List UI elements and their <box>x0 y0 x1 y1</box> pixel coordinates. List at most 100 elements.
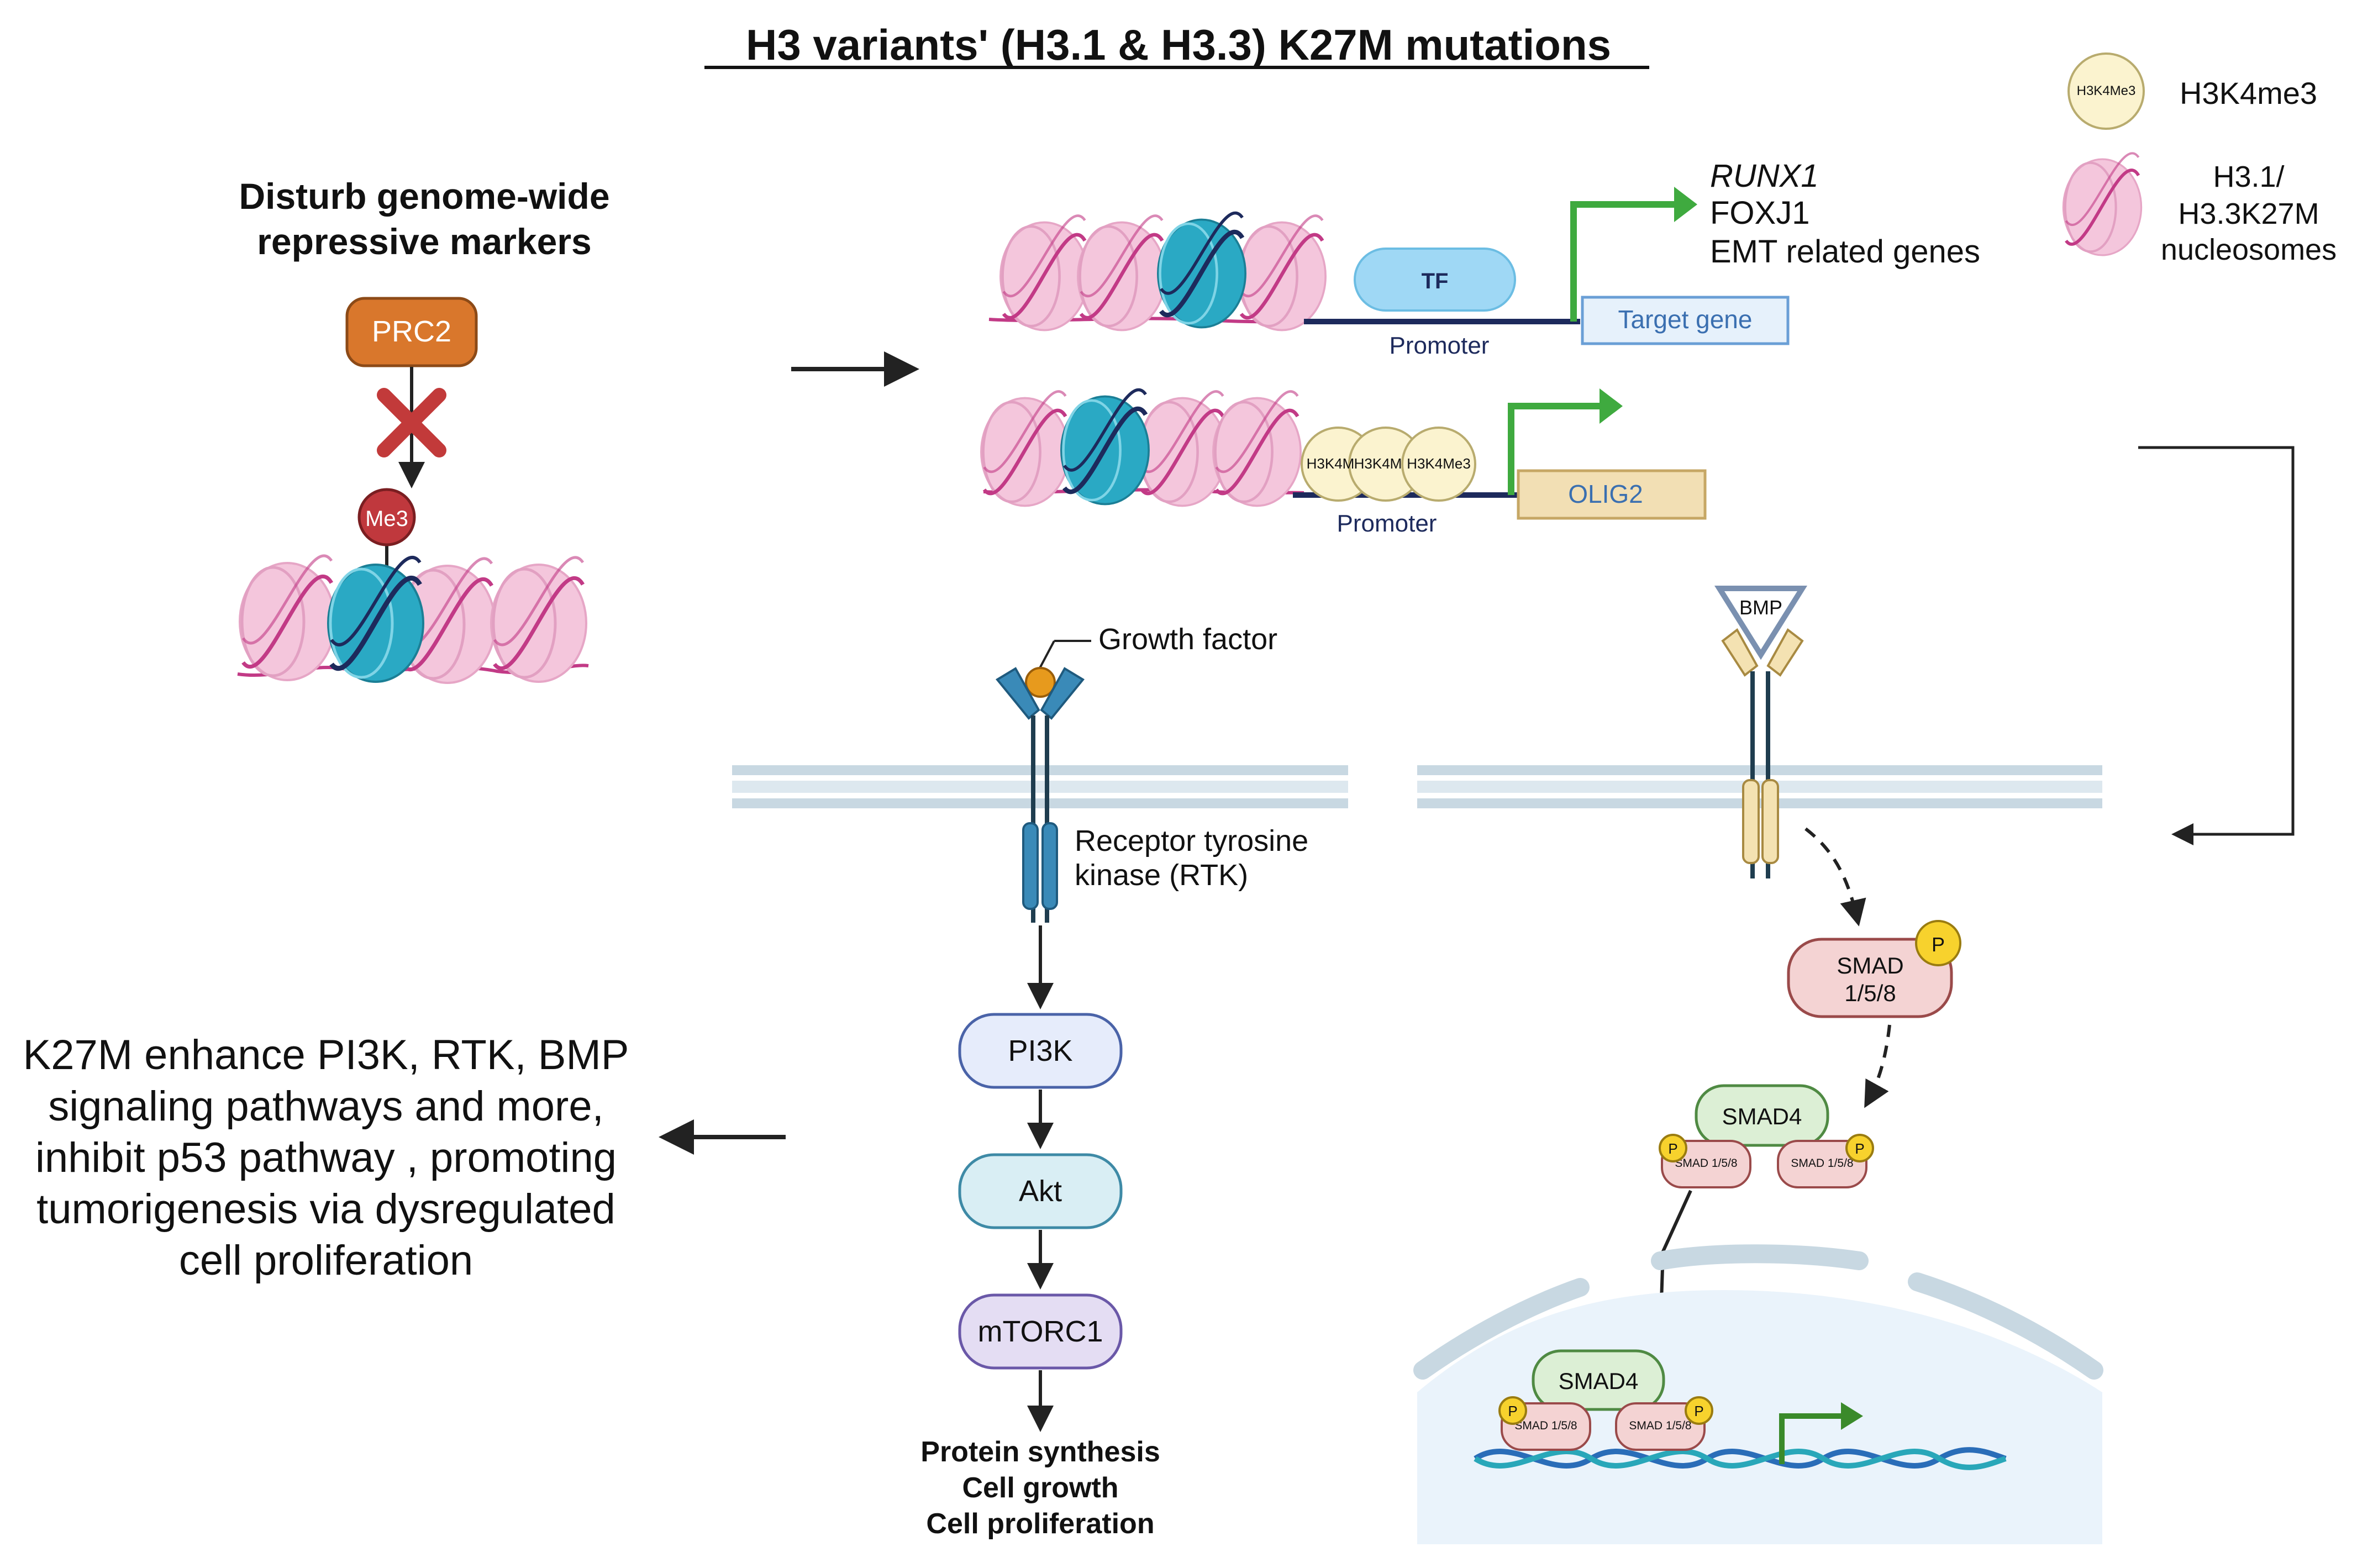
membrane-outer <box>732 765 1348 775</box>
phospho-label: P <box>1668 1140 1677 1157</box>
phospho-marker <box>1845 1134 1874 1162</box>
smad158-nuclear-node <box>1615 1402 1706 1451</box>
h3k4me3-mark-label: H3K4Me3 <box>1407 455 1471 472</box>
phospho-label: P <box>1932 933 1945 956</box>
smad158-small-label: SMAD 1/5/8 <box>1675 1157 1737 1170</box>
transcription-arrow-2 <box>1508 403 1605 495</box>
olig2-box <box>1517 469 1707 520</box>
smad4-nuclear-label: SMAD4 <box>1559 1368 1639 1394</box>
diagram-title: H3 variants' (H3.1 & H3.3) K27M mutation… <box>746 20 1611 69</box>
tf-protein <box>1354 248 1516 312</box>
summary-line-5: cell proliferation <box>179 1237 473 1284</box>
olig2-label: OLIG2 <box>1568 480 1643 508</box>
transcription-arrowhead-1 <box>1674 187 1697 222</box>
membrane-outer-2 <box>1417 765 2102 775</box>
gene-emt: EMT related genes <box>1710 234 1980 270</box>
nucleosome-pink <box>1078 215 1165 330</box>
outcome-cell-proliferation: Cell proliferation <box>926 1508 1154 1540</box>
left-heading-line1: Disturb genome-wide <box>239 176 609 217</box>
nucleosome-pink <box>1238 215 1325 330</box>
tf-label: TF <box>1422 269 1449 293</box>
membrane-inner <box>732 798 1348 808</box>
smad158-label-line2: 1/5/8 <box>1844 980 1896 1006</box>
nucleosome-pink <box>1213 391 1301 506</box>
smad4-nuclear-node <box>1532 1349 1665 1411</box>
left-heading-line2: repressive markers <box>257 221 591 262</box>
nuclear-transcription-arrow <box>1779 1413 1845 1464</box>
promoter-row-2: H3K4M H3K4M H3K4Me3 Promoter OLIG2 <box>981 388 1707 537</box>
receptor-to-smad-arrow <box>1804 827 1866 927</box>
rtk-pathway: Growth factor Receptor tyrosine kinase (… <box>732 623 1348 1540</box>
smad158-nuclear-label: SMAD 1/5/8 <box>1514 1419 1577 1432</box>
nuclear-envelope-right <box>1908 1272 2103 1380</box>
akt-node <box>958 1153 1123 1229</box>
nuclear-envelope-left <box>1413 1278 1590 1380</box>
bmp-receptor <box>1721 628 1804 878</box>
summary-line-2: signaling pathways and more, <box>48 1083 603 1130</box>
bmp-ligand <box>1714 586 1808 660</box>
pi3k-label: PI3K <box>1008 1034 1072 1067</box>
summary-line-3: inhibit p53 pathway , promoting <box>35 1134 617 1181</box>
promoter-label: Promoter <box>1390 332 1490 359</box>
target-gene-box <box>1581 296 1790 345</box>
left-panel: Disturb genome-wide repressive markers P… <box>237 176 610 683</box>
nucleosome-pink <box>491 557 586 682</box>
summary-text: K27M enhance PI3K, RTK, BMP signaling pa… <box>23 1032 629 1284</box>
outcome-protein-synthesis: Protein synthesis <box>920 1436 1160 1468</box>
left-nucleosome-array <box>237 556 589 683</box>
dna-helix <box>1474 1447 2007 1470</box>
phospho-marker <box>1659 1134 1687 1162</box>
phospho-marker <box>1498 1396 1527 1425</box>
nucleosome-pink <box>1001 215 1088 330</box>
growth-factor-label: Growth factor <box>1098 623 1277 656</box>
pi3k-node <box>958 1013 1123 1089</box>
inhibition-x-icon <box>377 388 446 457</box>
smad-to-complex-arrow <box>1864 1024 1891 1108</box>
prc2-box <box>345 297 478 367</box>
h3k4me3-mark-label: H3K4M <box>1307 455 1355 472</box>
legend-nucleosome-line3: nucleosomes <box>2161 233 2337 266</box>
me3-marker <box>357 488 416 546</box>
prc2-label: PRC2 <box>372 315 451 348</box>
nucleosome-pink <box>240 556 335 680</box>
gene-foxj1: FOXJ1 <box>1710 195 1810 231</box>
phospho-label: P <box>1508 1403 1517 1419</box>
promoter-row-1: TF Promoter Target gene RUNX1 FOXJ1 EMT … <box>988 158 1980 359</box>
rtk-label-line1: Receptor tyrosine <box>1075 824 1308 857</box>
gene-runx1: RUNX1 <box>1710 158 1819 194</box>
growth-factor-ligand <box>1025 667 1056 698</box>
rtk-receptor <box>995 667 1085 923</box>
legend: H3K4Me3 H3K4me3 H3.1/ H3.3K27M nucleosom… <box>2063 52 2337 266</box>
transcription-arrow-1 <box>1570 201 1680 322</box>
smad158-label-line1: SMAD <box>1837 953 1903 978</box>
phospho-label: P <box>1855 1140 1864 1157</box>
smad158-nuclear-label: SMAD 1/5/8 <box>1629 1419 1691 1432</box>
nucleosome-pink <box>981 391 1069 506</box>
smad158-node <box>1787 938 1953 1018</box>
target-gene-label: Target gene <box>1618 305 1753 334</box>
bmp-pathway: BMP SMAD 1/5/8 P SMAD4 SMAD 1/5/8 SMAD 1… <box>1413 586 2103 1544</box>
legend-nucleosome-icon <box>2063 153 2141 255</box>
summary-line-4: tumorigenesis via dysregulated <box>36 1186 615 1233</box>
nuclear-envelope-top <box>1651 1244 1869 1270</box>
transcription-arrowhead-2 <box>1600 388 1623 424</box>
summary-line-1: K27M enhance PI3K, RTK, BMP <box>23 1032 629 1078</box>
mtorc1-label: mTORC1 <box>977 1315 1103 1348</box>
phospho-marker <box>1915 920 1961 966</box>
smad158-small-label: SMAD 1/5/8 <box>1791 1157 1853 1170</box>
bmp-label: BMP <box>1739 596 1782 619</box>
h3k4me3-mark-label: H3K4M <box>1354 455 1402 472</box>
smad4-label: SMAD4 <box>1722 1103 1802 1129</box>
rtk-label-line2: kinase (RTK) <box>1075 859 1248 892</box>
nucleosome-mutant <box>1061 390 1149 504</box>
me3-label: Me3 <box>365 507 408 531</box>
connector-to-bmp <box>2138 446 2295 845</box>
outcome-cell-growth: Cell growth <box>962 1472 1118 1504</box>
promoter-label-2: Promoter <box>1337 510 1437 537</box>
nuclear-transcription-arrowhead <box>1841 1402 1863 1430</box>
legend-h3k4me3-badge: H3K4Me3 <box>2077 83 2136 98</box>
legend-nucleosome-line1: H3.1/ <box>2213 160 2284 193</box>
smad158-small-node <box>1777 1140 1867 1188</box>
